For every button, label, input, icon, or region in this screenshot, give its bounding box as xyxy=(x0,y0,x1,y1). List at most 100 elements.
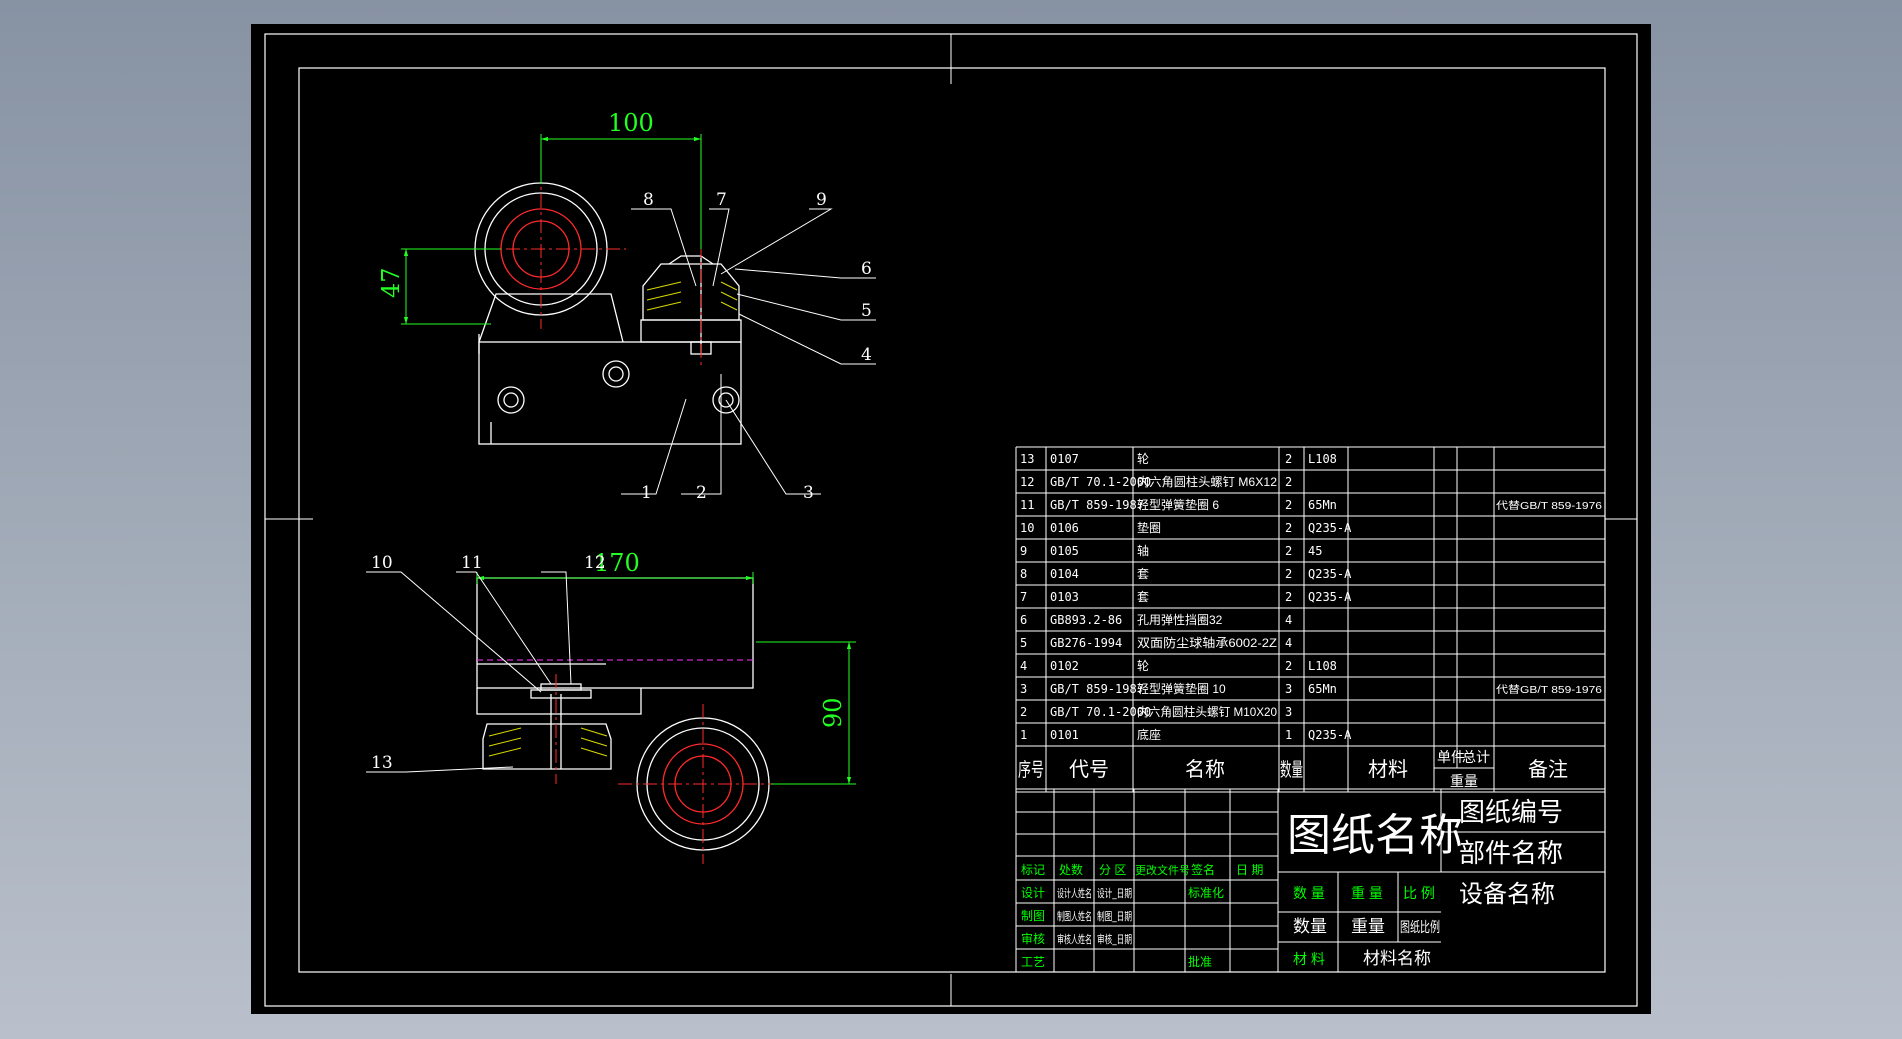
qty-label: 数 量 xyxy=(1293,885,1325,901)
bom-cell-note: 代替GB/T 859-1976 xyxy=(1496,499,1603,512)
rev-label-zone: 分 区 xyxy=(1099,863,1126,877)
callout-6: 6 xyxy=(861,259,872,279)
rev-label-date: 日 期 xyxy=(1236,863,1263,877)
bottom-pulley-hatch xyxy=(488,727,608,757)
callout-11: 11 xyxy=(461,553,483,573)
bom-cell-qty: 3 xyxy=(1285,682,1292,696)
bom-header-total: 总计 xyxy=(1462,749,1490,765)
callout-10: 10 xyxy=(371,553,393,573)
bom-cell-code: GB/T 70.1-2000 xyxy=(1050,705,1151,719)
title-block xyxy=(1015,788,1606,973)
bom-header-unit: 单件 xyxy=(1437,749,1465,765)
callout-7: 7 xyxy=(716,190,727,210)
bom-cell-name: 套 xyxy=(1137,590,1149,604)
reviewer-name: 审核人姓名 xyxy=(1057,932,1092,946)
callout-4: 4 xyxy=(861,345,872,365)
bom-cell-qty: 2 xyxy=(1285,475,1292,489)
dim-top-width xyxy=(540,134,702,249)
bom-cell-code: GB/T 859-1987 xyxy=(1050,682,1144,696)
bom-cell-qty: 2 xyxy=(1285,544,1292,558)
material-value: 材料名称 xyxy=(1363,949,1431,968)
draft-date: 制图_日期 xyxy=(1097,910,1132,923)
part-name: 部件名称 xyxy=(1459,838,1563,868)
bom-cell-no: 12 xyxy=(1020,475,1034,489)
bom-cell-name: 轮 xyxy=(1137,452,1149,466)
drawing-name: 图纸名称 xyxy=(1287,811,1463,860)
bom-cell-code: 0107 xyxy=(1050,452,1079,466)
designer-name: 设计人姓名 xyxy=(1057,886,1092,900)
bom-cell-code: GB893.2-86 xyxy=(1050,613,1122,627)
bom-cell-name: 套 xyxy=(1137,567,1149,581)
bom-cell-no: 8 xyxy=(1020,567,1027,581)
equipment-name: 设备名称 xyxy=(1459,881,1555,908)
bom-cell-qty: 2 xyxy=(1285,498,1292,512)
bom-cell-qty: 1 xyxy=(1285,728,1292,742)
weight-value: 重量 xyxy=(1351,917,1385,936)
bom-cell-name: 轮 xyxy=(1137,659,1149,673)
bom-cell-material: Q235-A xyxy=(1308,567,1352,581)
role-process: 工艺 xyxy=(1021,955,1045,969)
bom-header-code: 代号 xyxy=(1069,758,1109,781)
bom-cell-no: 11 xyxy=(1020,498,1034,512)
bom-cell-material: 65Mn xyxy=(1308,498,1337,512)
rev-label-count: 处数 xyxy=(1059,862,1083,877)
drafter-name: 制图人姓名 xyxy=(1057,909,1092,923)
bottom-leaders xyxy=(366,571,572,773)
bom-header-material: 材料 xyxy=(1368,758,1408,781)
bom-cell-code: GB/T 70.1-2000 xyxy=(1050,475,1151,489)
bom-cell-qty: 2 xyxy=(1285,659,1292,673)
role-draft: 制图 xyxy=(1021,909,1045,923)
rev-label-sign: 签名 xyxy=(1191,862,1215,877)
bom-header-name: 名称 xyxy=(1185,758,1225,781)
callout-12: 12 xyxy=(584,553,606,573)
top-pulley-hatch xyxy=(646,281,738,311)
top-leaders xyxy=(621,208,876,495)
bom-cell-qty: 2 xyxy=(1285,521,1292,535)
bom-cell-name: 孔用弹性挡圈32 xyxy=(1137,613,1223,627)
bom-cell-no: 13 xyxy=(1020,452,1034,466)
dim-100-label: 100 xyxy=(608,109,654,137)
dim-bottom-height xyxy=(756,641,856,785)
bom-cell-name: 双面防尘球轴承6002-2Z xyxy=(1137,635,1277,650)
standardization-label: 标准化 xyxy=(1188,886,1224,900)
design-date: 设计_日期 xyxy=(1097,887,1132,900)
cad-drawing: 100 47 8 7 9 6 5 4 1 2 3 xyxy=(264,33,1638,1007)
bom-header-weight: 重量 xyxy=(1450,773,1478,789)
bom-cell-name: 轻型弹簧垫圈 10 xyxy=(1137,681,1226,696)
callout-8: 8 xyxy=(643,190,654,210)
bom-cell-material: Q235-A xyxy=(1308,590,1352,604)
callout-3: 3 xyxy=(803,483,814,503)
revision-labels: 标记 处数 分 区 更改文件号 签名 日 期 设计 制图 审核 工艺 标准化 批… xyxy=(1021,862,1263,969)
bom-cell-material: 65Mn xyxy=(1308,682,1337,696)
rev-label-file: 更改文件号 xyxy=(1135,863,1190,877)
bom-cell-material: L108 xyxy=(1308,659,1337,673)
dim-top-height xyxy=(401,248,501,325)
bom-cell-no: 5 xyxy=(1020,636,1027,650)
bom-cell-note: 代替GB/T 859-1976 xyxy=(1496,683,1603,696)
bom-cell-name: 轻型弹簧垫圈 6 xyxy=(1137,497,1219,512)
bom-cell-qty: 4 xyxy=(1285,613,1292,627)
callout-2: 2 xyxy=(696,483,707,503)
signature-values: 设计人姓名 设计_日期 制图人姓名 制图_日期 审核人姓名 审核_日期 xyxy=(1057,886,1132,946)
bom-cell-code: 0101 xyxy=(1050,728,1079,742)
bom-cell-no: 6 xyxy=(1020,613,1027,627)
bom-cell-material: Q235-A xyxy=(1308,521,1352,535)
dim-170-label: 170 xyxy=(594,549,640,577)
material-label: 材 料 xyxy=(1293,951,1325,967)
callout-9: 9 xyxy=(816,190,827,210)
callout-1: 1 xyxy=(641,483,652,503)
bom-cell-material: 45 xyxy=(1308,544,1322,558)
bom-cell-name: 内六角圆柱头螺钉 M10X20 xyxy=(1137,704,1277,719)
drawing-sheet[interactable]: 100 47 8 7 9 6 5 4 1 2 3 xyxy=(251,24,1651,1014)
bom-cell-no: 9 xyxy=(1020,544,1027,558)
bom-cell-code: GB/T 859-1987 xyxy=(1050,498,1144,512)
rev-label-mark: 标记 xyxy=(1021,863,1045,877)
bom-cell-material: Q235-A xyxy=(1308,728,1352,742)
bom-cell-no: 4 xyxy=(1020,659,1027,673)
bottom-centerlines xyxy=(555,674,788,864)
bom-cell-code: 0102 xyxy=(1050,659,1079,673)
role-design: 设计 xyxy=(1021,886,1045,900)
bom-cell-qty: 2 xyxy=(1285,590,1292,604)
role-review: 审核 xyxy=(1021,931,1045,946)
bom-cell-code: 0104 xyxy=(1050,567,1079,581)
